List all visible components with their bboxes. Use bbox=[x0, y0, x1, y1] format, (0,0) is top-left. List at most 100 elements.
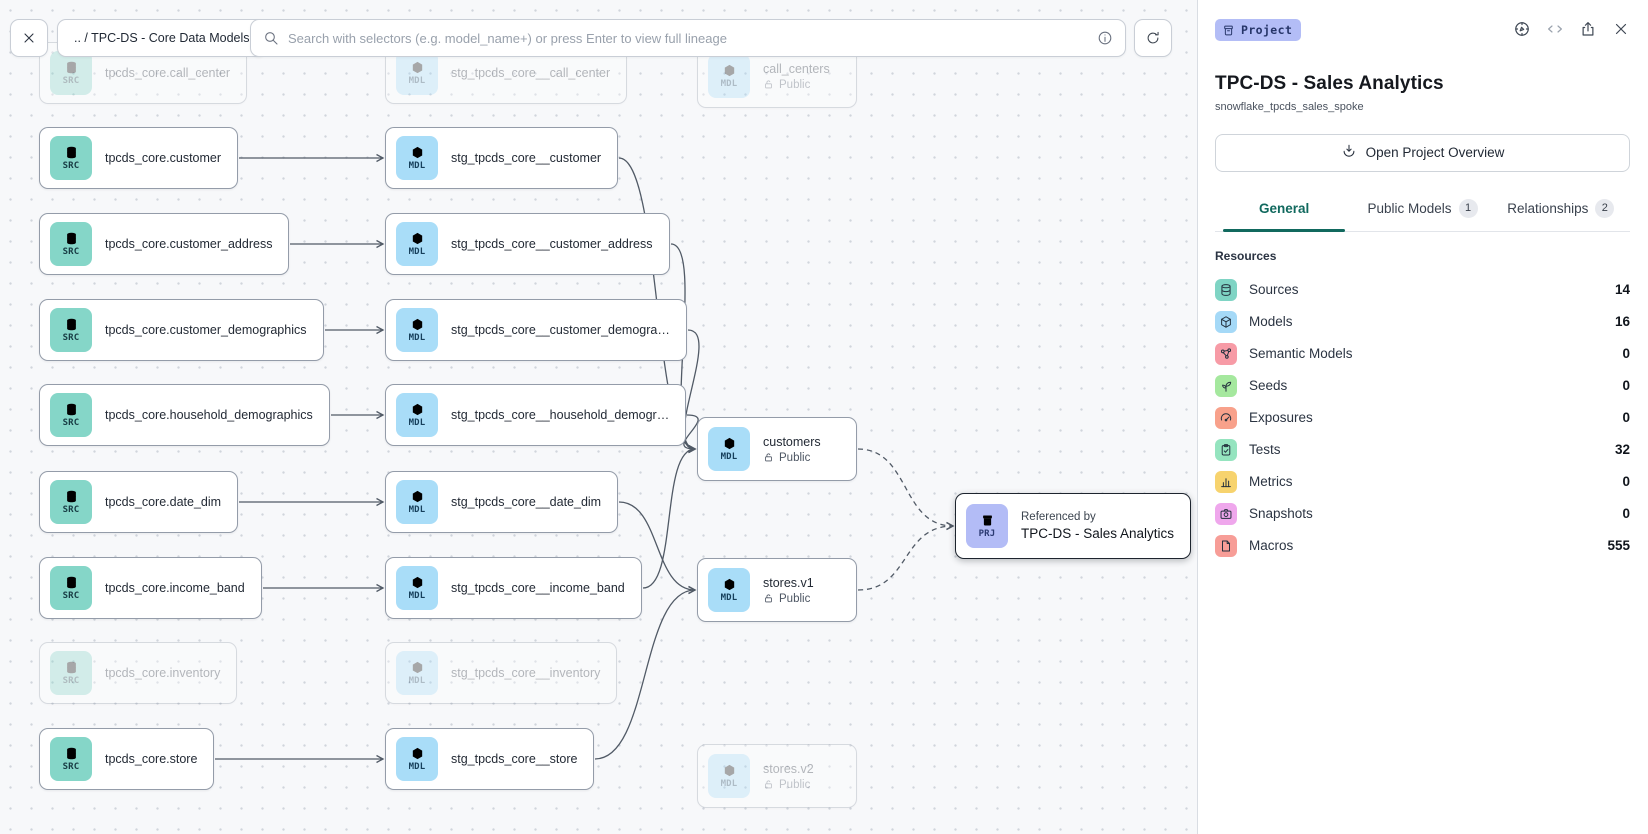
refresh-lineage-button[interactable] bbox=[1134, 19, 1172, 57]
tab-general[interactable]: General bbox=[1215, 188, 1353, 232]
graph-icon bbox=[1215, 342, 1237, 365]
model-icon: MDL bbox=[396, 651, 438, 695]
open-project-overview-button[interactable]: Open Project Overview bbox=[1215, 133, 1630, 172]
model-icon: MDL bbox=[396, 308, 438, 352]
canvas-node-mdl_store[interactable]: MDL stg_tpcds_core__store bbox=[385, 728, 595, 790]
page-title: TPC-DS - Sales Analytics bbox=[1215, 72, 1444, 94]
lock-open-icon bbox=[763, 593, 774, 604]
share-icon[interactable] bbox=[1579, 20, 1597, 38]
resource-label: Semantic Models bbox=[1249, 346, 1353, 361]
model-icon: MDL bbox=[396, 136, 438, 180]
node-label: tpcds_core.store bbox=[105, 752, 198, 766]
node-label: stg_tpcds_core__store bbox=[451, 752, 578, 766]
resource-count: 0 bbox=[1622, 506, 1630, 521]
close-lineage-button[interactable] bbox=[10, 19, 48, 57]
node-label: tpcds_core.customer_demographics bbox=[105, 323, 307, 337]
code-icon[interactable] bbox=[1546, 20, 1564, 38]
source-icon: SRC bbox=[50, 737, 92, 781]
resource-label: Models bbox=[1249, 314, 1293, 329]
project-icon bbox=[1222, 24, 1235, 37]
resource-count: 0 bbox=[1622, 378, 1630, 393]
resource-label: Tests bbox=[1249, 442, 1281, 457]
node-label: tpcds_core.call_center bbox=[105, 66, 231, 80]
clipboard-check-icon bbox=[1215, 438, 1237, 461]
canvas-node-src_customer_address[interactable]: SRC tpcds_core.customer_address bbox=[39, 213, 290, 275]
lineage-edge bbox=[857, 448, 955, 531]
node-label: tpcds_core.customer_address bbox=[105, 237, 273, 251]
cube-icon bbox=[1215, 310, 1237, 333]
source-icon: SRC bbox=[50, 308, 92, 352]
source-icon: SRC bbox=[50, 393, 92, 437]
resource-row-models[interactable]: Models 16 bbox=[1215, 306, 1630, 338]
canvas-node-src_household_demographics[interactable]: SRC tpcds_core.household_demographics bbox=[39, 384, 330, 446]
node-label: stg_tpcds_core__household_demogr… bbox=[451, 408, 670, 422]
node-label: tpcds_core.household_demographics bbox=[105, 408, 313, 422]
node-label: TPC-DS - Sales Analytics bbox=[1021, 526, 1175, 541]
model-icon: MDL bbox=[708, 54, 750, 98]
tab-label: Public Models bbox=[1367, 200, 1452, 216]
node-label: tpcds_core.date_dim bbox=[105, 495, 222, 509]
node-label: stg_tpcds_core__customer bbox=[451, 151, 602, 165]
lineage-edge bbox=[857, 521, 955, 591]
details-panel: Project TPC-DS - Sales Analytics snowfla… bbox=[1197, 0, 1648, 834]
search-icon bbox=[263, 30, 279, 46]
explore-compass-icon[interactable] bbox=[1513, 20, 1531, 38]
info-icon[interactable] bbox=[1097, 30, 1113, 46]
search-input[interactable] bbox=[288, 30, 1088, 46]
model-icon: MDL bbox=[708, 754, 750, 798]
canvas-node-mdl_customer[interactable]: MDL stg_tpcds_core__customer bbox=[385, 127, 619, 189]
tab-label: Relationships bbox=[1507, 200, 1589, 216]
source-icon: SRC bbox=[50, 222, 92, 266]
node-label: tpcds_core.customer bbox=[105, 151, 222, 165]
model-icon: MDL bbox=[396, 393, 438, 437]
canvas-node-src_store[interactable]: SRC tpcds_core.store bbox=[39, 728, 215, 790]
node-label: tpcds_core.income_band bbox=[105, 581, 245, 595]
file-icon bbox=[1215, 534, 1237, 557]
canvas-node-mdl_household_demographics[interactable]: MDL stg_tpcds_core__household_demogr… bbox=[385, 384, 687, 446]
bar-chart-icon bbox=[1215, 470, 1237, 493]
lock-open-icon bbox=[763, 452, 774, 463]
tab-label: General bbox=[1259, 200, 1310, 216]
close-icon bbox=[21, 30, 37, 46]
resource-count: 0 bbox=[1622, 346, 1630, 361]
public-access-badge: Public bbox=[763, 593, 814, 605]
camera-icon bbox=[1215, 502, 1237, 525]
public-access-badge: Public bbox=[763, 79, 830, 91]
close-panel-icon[interactable] bbox=[1612, 20, 1630, 38]
canvas-node-src_customer_demographics[interactable]: SRC tpcds_core.customer_demographics bbox=[39, 299, 324, 361]
resource-label: Metrics bbox=[1249, 474, 1293, 489]
model-icon: MDL bbox=[396, 737, 438, 781]
node-label: stores.v1 bbox=[763, 575, 814, 590]
lineage-edge bbox=[642, 444, 697, 589]
resource-count: 16 bbox=[1614, 314, 1630, 329]
project-icon: PRJ bbox=[966, 504, 1008, 548]
resource-row-semantic-models[interactable]: Semantic Models 0 bbox=[1215, 338, 1630, 370]
breadcrumb[interactable]: .. / TPC-DS - Core Data Models bbox=[57, 19, 267, 57]
node-label: customers bbox=[763, 434, 821, 449]
